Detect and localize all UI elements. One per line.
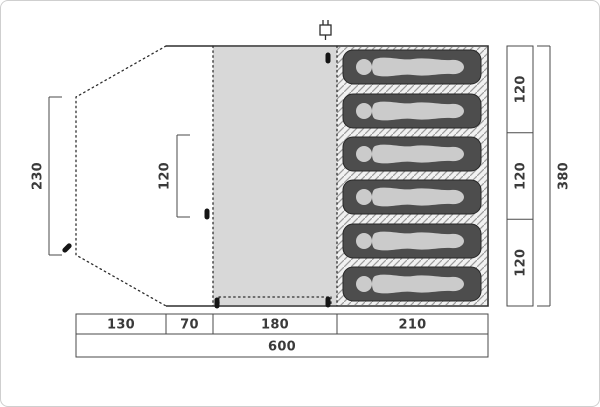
peg-icon [325, 52, 331, 64]
dim-right-strip: 120 120 120 [506, 45, 534, 307]
sleeping-bag-icon [342, 49, 482, 85]
living-area [213, 47, 337, 305]
dim-label: 380 [557, 162, 572, 190]
sleeping-bag-icon [342, 266, 482, 302]
dim-label: 70 [180, 318, 199, 333]
peg-icon [204, 208, 210, 220]
dim-label: 120 [514, 75, 529, 103]
sleeping-bag-icon [342, 179, 482, 215]
porch-outline [75, 45, 167, 307]
dim-label: 120 [514, 162, 529, 190]
dim-label: 130 [107, 318, 135, 333]
dim-label: 180 [261, 318, 289, 333]
dim-label: 210 [398, 318, 426, 333]
sleeping-bag-icon [342, 93, 482, 129]
peg-icon [62, 243, 72, 253]
dim-total-width: 600 [75, 333, 489, 358]
power-hookup-icon [319, 20, 332, 40]
dim-label: 120 [158, 162, 173, 190]
dim-right-total: 380 [537, 45, 572, 307]
dim-inner-width: 120 [158, 134, 190, 218]
dim-label: 600 [268, 340, 296, 355]
dim-label: 230 [31, 162, 46, 190]
sleeping-area [337, 47, 487, 305]
dim-bottom-row: 130 70 180 210 [75, 313, 489, 335]
dim-left-height: 230 [31, 96, 62, 256]
sleeping-bag-icon [342, 223, 482, 259]
sleeping-bag-icon [342, 136, 482, 172]
dim-label: 120 [514, 249, 529, 277]
peg-icon [214, 297, 220, 309]
peg-icon [325, 296, 331, 308]
